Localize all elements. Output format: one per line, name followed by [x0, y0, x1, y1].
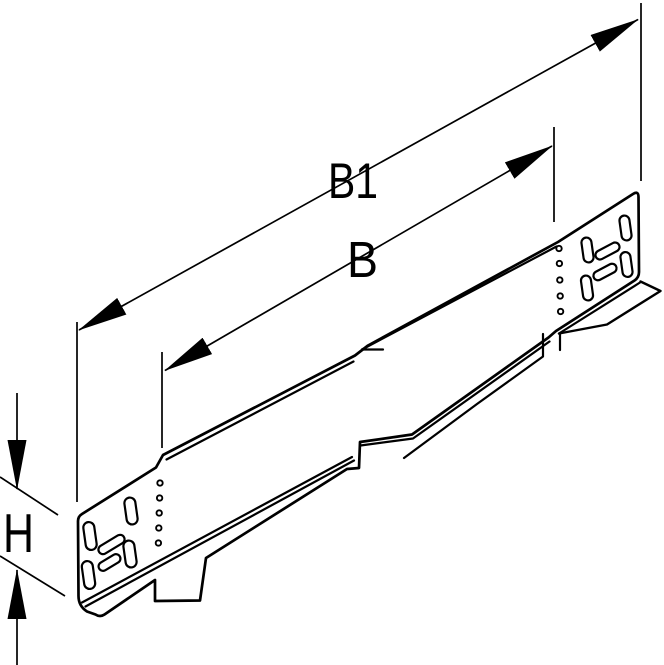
left-plate-slot-diag-2 — [97, 553, 122, 572]
right-plate-slot-3 — [618, 214, 633, 242]
right-plate-rivet-hole — [556, 292, 564, 300]
b-label: B — [347, 231, 378, 288]
top-edge-inner-left — [165, 360, 355, 461]
left-end-plate — [80, 479, 164, 591]
right-end-plate — [555, 214, 662, 352]
right-plate-rivet-hole — [555, 244, 563, 253]
b-dimension-line — [164, 145, 553, 372]
dimension-h: H — [0, 393, 66, 665]
right-plate-slot-diag-1 — [594, 241, 621, 261]
left-plate-rivet-hole — [154, 539, 163, 547]
left-plate-slot-diag-1 — [97, 533, 126, 556]
right-plate-slot-2 — [579, 274, 595, 302]
left-plate-slot-1 — [82, 520, 98, 552]
right-plate-foot — [557, 280, 662, 335]
right-plate-slot-4 — [619, 250, 634, 279]
left-plate-slot-3 — [123, 496, 139, 526]
left-plate-slot-2 — [80, 559, 97, 591]
left-plate-slot-4 — [122, 539, 138, 569]
left-plate-rivet-hole — [155, 509, 163, 517]
h-extension-line-bottom — [0, 555, 66, 597]
right-plate-rivet-hole — [556, 307, 565, 316]
right-plate-rivet-hole — [556, 276, 564, 284]
near-fold-line-1 — [80, 455, 354, 604]
right-plate-slot-1 — [580, 236, 595, 264]
far-bottom-inner — [359, 340, 551, 447]
left-plate-rivet-hole — [156, 479, 164, 487]
near-fold-line-2 — [84, 459, 356, 608]
left-plate-rivet-hole — [155, 524, 163, 532]
right-plate-rivet-hole — [555, 259, 564, 268]
right-plate-slot-diag-2 — [592, 262, 618, 282]
dimension-b: B — [161, 127, 555, 448]
top-edge-inner-right — [360, 245, 558, 351]
h-label: H — [3, 502, 34, 564]
left-plate-rivet-hole — [155, 494, 164, 502]
b1-label: B1 — [328, 153, 378, 209]
